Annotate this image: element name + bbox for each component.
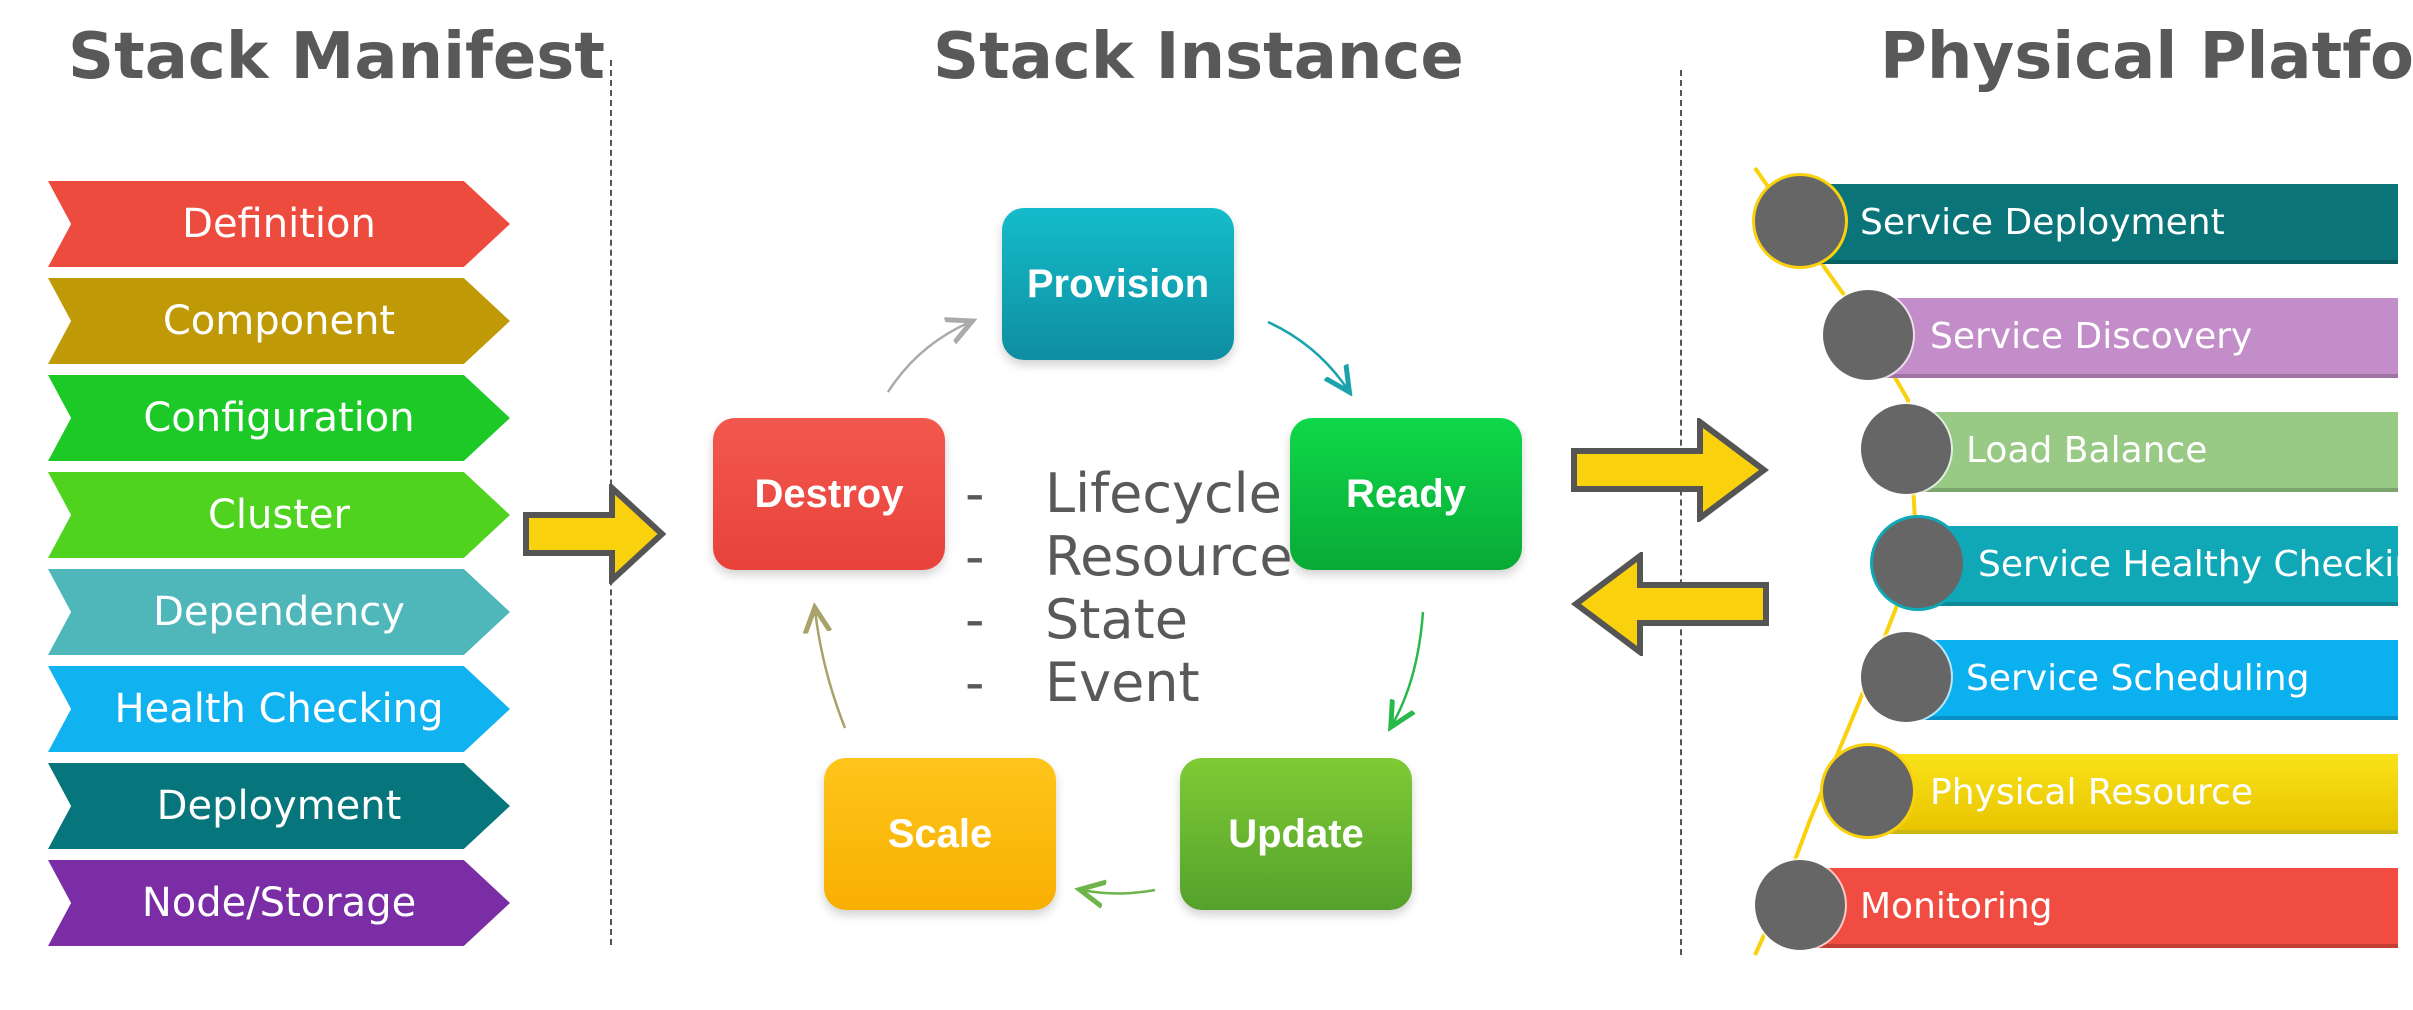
manifest-item-label: Configuration bbox=[143, 395, 415, 441]
platform-to-instance-arrow-icon bbox=[1571, 552, 1769, 656]
manifest-item-health-checking: Health Checking bbox=[48, 666, 510, 752]
attribute-label: State bbox=[1045, 588, 1188, 651]
platform-item-label: Monitoring bbox=[1860, 885, 2053, 927]
manifest-item-label: Component bbox=[162, 298, 396, 344]
attribute-item: -Resource bbox=[965, 525, 1293, 588]
provision-label: Provision bbox=[1026, 261, 1210, 306]
manifest-item-label: Deployment bbox=[156, 783, 402, 829]
destroy-to-provision-arrow bbox=[886, 322, 970, 393]
destroy-box: Destroy bbox=[713, 418, 945, 570]
update-label: Update bbox=[1228, 811, 1364, 856]
attribute-item: -Lifecycle bbox=[965, 462, 1282, 525]
platform-item-label: Load Balance bbox=[1966, 429, 2208, 471]
attribute-label: Resource bbox=[1045, 525, 1293, 588]
attribute-label: Event bbox=[1045, 651, 1200, 714]
scale-label: Scale bbox=[887, 811, 993, 856]
manifest-item-definition: Definition bbox=[48, 181, 510, 267]
manifest-item-label: Dependency bbox=[153, 589, 405, 635]
platform-item-physical-resource: Physical Resource bbox=[1862, 754, 2398, 834]
manifest-item-deployment: Deployment bbox=[48, 763, 510, 849]
load-balance-node-icon bbox=[1861, 404, 1951, 494]
platform-item-load-balance: Load Balance bbox=[1900, 412, 2398, 492]
service-scheduling-node-icon bbox=[1861, 632, 1951, 722]
provision-to-ready-arrow bbox=[1267, 320, 1348, 390]
platform-item-label: Service Deployment bbox=[1860, 201, 2225, 243]
manifest-to-instance-arrow-icon bbox=[523, 484, 666, 584]
monitoring-node-icon bbox=[1755, 860, 1845, 950]
instance-attribute-list: -Lifecycle -Resource -State -Event bbox=[965, 462, 1293, 714]
service-healthy-checking-node-icon bbox=[1873, 518, 1963, 608]
service-discovery-node-icon bbox=[1823, 290, 1913, 380]
attribute-label: Lifecycle bbox=[1045, 462, 1282, 525]
platform-item-label: Service Scheduling bbox=[1966, 657, 2310, 699]
update-box: Update bbox=[1180, 758, 1412, 910]
platform-item-label: Physical Resource bbox=[1930, 771, 2253, 813]
stack-instance-heading: Stack Instance bbox=[933, 20, 1464, 94]
platform-item-label: Service Discovery bbox=[1930, 315, 2253, 357]
scale-box: Scale bbox=[824, 758, 1056, 910]
attribute-item: -Event bbox=[965, 651, 1200, 714]
manifest-item-configuration: Configuration bbox=[48, 375, 510, 461]
right-divider bbox=[1680, 70, 1682, 955]
scale-to-destroy-arrow bbox=[815, 610, 847, 729]
physical-resource-node-icon bbox=[1823, 746, 1913, 836]
update-to-scale-arrow bbox=[1082, 890, 1156, 894]
physical-platform-heading: Physical Platform bbox=[1880, 20, 2413, 94]
platform-item-label: Service Healthy Checking bbox=[1978, 543, 2413, 585]
platform-item-service-healthy-checking: Service Healthy Checking bbox=[1912, 526, 2413, 606]
platform-item-service-discovery: Service Discovery bbox=[1862, 298, 2398, 378]
manifest-item-dependency: Dependency bbox=[48, 569, 510, 655]
service-deployment-node-icon bbox=[1755, 176, 1845, 266]
manifest-item-cluster: Cluster bbox=[48, 472, 510, 558]
manifest-item-label: Node/Storage bbox=[141, 880, 417, 926]
manifest-item-component: Component bbox=[48, 278, 510, 364]
manifest-item-label: Health Checking bbox=[114, 686, 444, 732]
manifest-item-node-storage: Node/Storage bbox=[48, 860, 510, 946]
platform-item-service-deployment: Service Deployment bbox=[1792, 184, 2398, 264]
ready-label: Ready bbox=[1345, 471, 1467, 516]
attribute-item: -State bbox=[965, 588, 1188, 651]
provision-box: Provision bbox=[1002, 208, 1234, 360]
platform-item-service-scheduling: Service Scheduling bbox=[1900, 640, 2398, 720]
ready-box: Ready bbox=[1290, 418, 1522, 570]
manifest-item-label: Cluster bbox=[208, 492, 350, 538]
ready-to-update-arrow bbox=[1392, 611, 1425, 725]
stack-manifest-heading: Stack Manifest bbox=[68, 20, 605, 94]
platform-item-monitoring: Monitoring bbox=[1792, 868, 2398, 948]
instance-to-platform-arrow-icon bbox=[1571, 418, 1769, 522]
manifest-item-label: Definition bbox=[182, 201, 376, 247]
destroy-label: Destroy bbox=[754, 471, 904, 516]
